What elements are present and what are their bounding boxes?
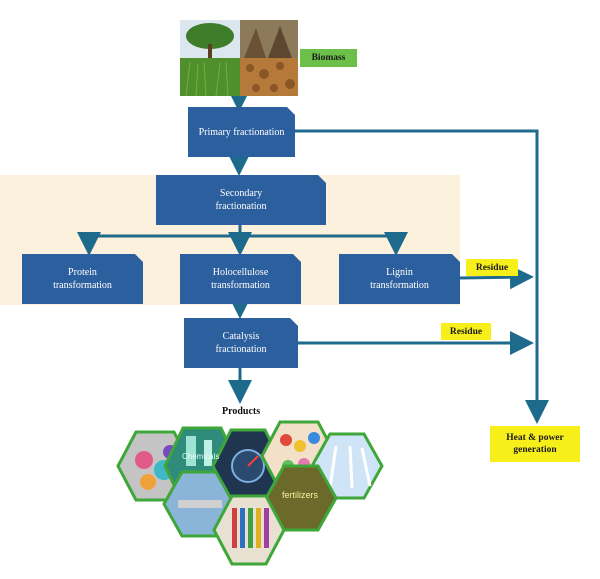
catalysis-fractionation-box: Catalysis fractionation [184,318,298,368]
lignin-transformation-box: Lignin transformation [339,254,460,304]
lignin-transformation-label: Lignin transformation [370,267,429,291]
products-collage [116,420,384,566]
heat-power-tag: Heat & power generation [490,426,580,462]
residue-label-lignin: Residue [475,262,509,273]
holocellulose-transformation-box: Holocellulose transformation [180,254,301,304]
protein-transformation-box: Protein transformation [22,254,143,304]
secondary-fractionation-box: Secondary fractionation [156,175,326,225]
residue-tag-lignin: Residue [466,259,518,276]
primary-fractionation-box: Primary fractionation [188,107,295,157]
heat-power-label: Heat & power generation [506,433,564,455]
biomass-tag: Biomass [300,49,357,67]
residue-tag-catalysis: Residue [441,323,491,340]
catalysis-fractionation-label: Catalysis fractionation [215,331,267,355]
protein-transformation-label: Protein transformation [53,267,112,291]
biomass-image [180,20,298,97]
arrow-primary-heat [295,129,549,424]
arrow-lignin-residue [459,265,534,290]
biomass-label: Biomass [311,53,346,63]
primary-fractionation-label: Primary fractionation [198,126,285,138]
fertilizers-image-text: fertilizers [282,490,319,500]
chemicals-image-text: Chemicals [182,452,220,461]
residue-label-catalysis: Residue [449,326,483,337]
products-label: Products [222,406,261,417]
secondary-fractionation-label: Secondary fractionation [215,188,267,212]
holocellulose-transformation-label: Holocellulose transformation [211,267,270,291]
